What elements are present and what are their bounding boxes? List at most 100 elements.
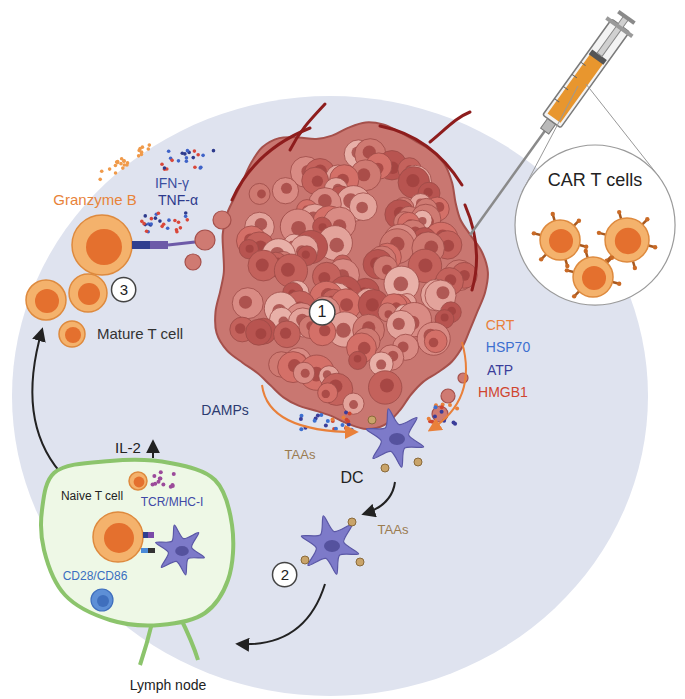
inset-circle-outline — [515, 145, 675, 305]
tumor-cell-nucleus — [376, 360, 386, 370]
blood-vessel — [430, 112, 470, 142]
car-receptor-tip — [565, 268, 569, 272]
car-receptor-tip — [653, 245, 657, 249]
t-cell — [540, 220, 580, 260]
t-cell-nucleus — [582, 266, 606, 290]
granzyme-dot — [114, 171, 118, 175]
cd86-ligand — [148, 548, 155, 553]
tumor-fragment — [213, 211, 231, 229]
molecule-label: HMGB1 — [478, 384, 528, 400]
car-receptor-tip — [550, 212, 554, 216]
tumor-cell-nucleus — [429, 338, 439, 348]
dc-nucleus — [324, 540, 340, 552]
t-cell-nucleus — [104, 523, 134, 553]
tumor-cell-nucleus — [418, 258, 432, 272]
tumor-cell-nucleus — [340, 298, 353, 311]
cytokine-dot — [201, 154, 205, 158]
cytokine-dot — [160, 225, 164, 229]
callout-circle-outline — [309, 299, 334, 324]
tumor-cell-nucleus — [336, 323, 351, 338]
cytokine-dot — [149, 223, 153, 227]
tumor-cell-nucleus — [302, 251, 310, 259]
damp-dot — [299, 427, 303, 431]
cytokine-dot — [181, 151, 185, 155]
receptor-label: TCR/MHC-I — [141, 496, 204, 510]
t-cell — [72, 215, 132, 275]
cytokine-dot — [184, 215, 188, 219]
damp-dot — [427, 417, 431, 421]
cytokine-dot — [157, 212, 161, 216]
blood-vessel — [290, 104, 325, 150]
cytokine-dot — [158, 477, 162, 481]
damp-dot — [313, 419, 317, 423]
cytokine-dot — [198, 166, 202, 170]
dendritic-cells — [301, 409, 423, 575]
car-receptor-tip — [633, 266, 637, 270]
cytokine-dot — [161, 483, 165, 487]
cytokine-dot — [158, 219, 162, 223]
cytokine-dot — [184, 211, 188, 215]
tumor-cell-nucleus — [393, 277, 408, 292]
cytokine-dot — [193, 165, 197, 169]
cytokine-dot — [152, 474, 156, 478]
t-cell-nucleus — [615, 228, 641, 254]
tumor-fragment — [185, 254, 201, 270]
granzyme-dot — [98, 178, 102, 182]
car-receptor-tip — [584, 244, 588, 248]
tumor-cell — [246, 319, 272, 345]
antigen-bit — [356, 558, 364, 566]
tumor-cell — [249, 183, 270, 204]
blood-vessels — [232, 104, 477, 290]
graduation-marks — [554, 62, 585, 102]
granzyme-dot — [120, 157, 124, 161]
cytokine-dot — [175, 230, 179, 234]
cytokine-dot — [179, 226, 183, 230]
granzyme-dot — [123, 163, 127, 167]
callout-circle: 2 — [271, 561, 298, 588]
plunger-thumb — [617, 10, 636, 25]
cytokine-dot — [167, 218, 171, 222]
tumor-cell-nucleus — [246, 245, 254, 253]
dc-nucleus — [389, 433, 405, 445]
tumor-cell-nucleus — [281, 183, 292, 194]
tumor-cell — [417, 322, 450, 355]
tumor-fragment — [195, 230, 215, 250]
tumor-cell — [272, 178, 298, 204]
tumor-cell-nucleus — [255, 328, 266, 339]
inset-title: CAR T cells — [548, 170, 642, 191]
blood-vessel — [232, 128, 310, 200]
tumor-cell-body — [249, 183, 270, 204]
cytokine-dot — [159, 470, 163, 474]
cytokine-dot — [151, 483, 155, 487]
damp-dot — [440, 405, 444, 409]
callout-number: 2 — [281, 566, 289, 583]
cell-label: Naive T cell — [61, 490, 123, 504]
damp-dot — [452, 420, 456, 424]
blood-vessel — [380, 126, 462, 185]
antigen-bit — [348, 518, 356, 526]
cell-label: DC — [340, 469, 363, 487]
cytokine-dot — [166, 226, 170, 230]
tumor-cell-nucleus — [406, 174, 419, 187]
tumor-cell-nucleus — [366, 298, 379, 311]
cytokine-dot — [163, 166, 167, 170]
t-cell — [59, 321, 85, 347]
tumor-cell-body — [424, 330, 447, 353]
antigen-bit — [381, 464, 389, 472]
molecule-dots — [98, 143, 459, 431]
tumor-cell-body — [272, 178, 298, 204]
t-cell — [26, 280, 66, 320]
damp-dot — [345, 427, 349, 431]
tumor-cell-nucleus — [441, 314, 449, 322]
syringe-liquid — [548, 53, 604, 122]
tumor-cell-nucleus — [349, 400, 358, 409]
cytokine-dot — [177, 220, 181, 224]
tumor-fragment — [432, 406, 448, 422]
granzyme-dot — [147, 147, 151, 151]
antigen-label: TAAs — [378, 523, 409, 538]
t-cell — [573, 257, 613, 297]
t-cell — [129, 472, 147, 490]
tcr-receptor — [143, 532, 148, 538]
tumor-cell-nucleus — [319, 325, 330, 336]
car-receptor-tip — [617, 281, 621, 285]
